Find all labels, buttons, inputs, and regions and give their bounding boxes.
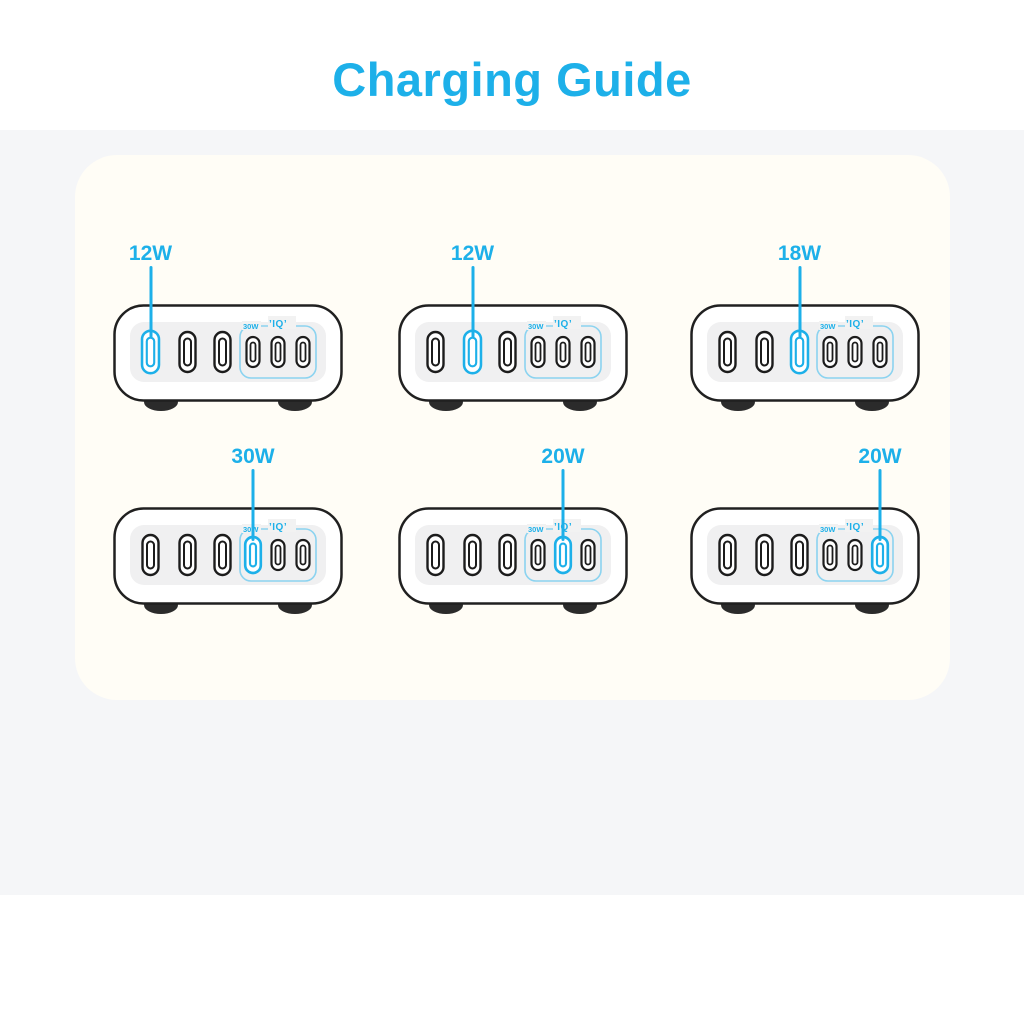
poweriq-port-5 (270, 335, 286, 369)
poweriq-port-4 (530, 538, 546, 572)
group-max-wattage-label: 30W (820, 322, 836, 331)
charger-device-3: 18W 30W ’IQ’ (690, 242, 920, 427)
group-label-backing (242, 321, 261, 330)
usb-c-port-1 (718, 330, 737, 374)
wattage-label: 12W (128, 242, 173, 265)
group-label-backing (527, 321, 546, 330)
charger-illustration: 30W ’IQ’ (398, 304, 628, 411)
charging-guide-card: 12W 30W ’IQ’ (75, 155, 950, 700)
poweriq-port-6 (580, 538, 596, 572)
usb-c-port-2 (178, 330, 197, 374)
usb-c-port-1 (426, 533, 445, 577)
charger-illustration: 30W ’IQ’ (113, 304, 343, 411)
wattage-label: 30W (231, 445, 275, 468)
poweriq-port-4 (822, 335, 838, 369)
power-iq-logo: ’IQ’ (846, 319, 864, 330)
usb-c-port-3 (498, 330, 517, 374)
usb-c-port-2 (178, 533, 197, 577)
power-iq-logo: ’IQ’ (846, 522, 864, 533)
usb-c-port-1 (141, 533, 160, 577)
wattage-label: 20W (541, 445, 585, 468)
power-iq-logo: ’IQ’ (554, 319, 572, 330)
charger-device-6: 20W 30W ’IQ’ (690, 445, 920, 630)
usb-c-port-1 (426, 330, 445, 374)
poweriq-port-5 (847, 335, 863, 369)
poweriq-port-6 (870, 535, 890, 575)
poweriq-port-6 (295, 335, 311, 369)
usb-c-port-3 (213, 330, 232, 374)
wattage-pointer-line (561, 469, 565, 541)
group-max-wattage-label: 30W (243, 525, 259, 534)
group-label-backing (819, 321, 838, 330)
usb-c-port-1 (718, 533, 737, 577)
wattage-label: 12W (450, 242, 495, 265)
charger-device-1: 12W 30W ’IQ’ (113, 242, 343, 427)
power-iq-logo: ’IQ’ (269, 319, 287, 330)
poweriq-port-4 (245, 335, 261, 369)
group-max-wattage-label: 30W (528, 322, 544, 331)
group-max-wattage-label: 30W (243, 322, 259, 331)
iq-label-backing (553, 316, 581, 329)
poweriq-port-6 (872, 335, 888, 369)
poweriq-port-6 (580, 335, 596, 369)
wattage-pointer-line (878, 469, 882, 541)
wattage-label: 20W (858, 445, 902, 468)
usb-c-port-2 (755, 533, 774, 577)
usb-c-port-2 (463, 533, 482, 577)
charger-illustration: 30W ’IQ’ (690, 507, 920, 614)
group-max-wattage-label: 30W (528, 525, 544, 534)
iq-label-backing (268, 316, 296, 329)
charger-illustration: 30W ’IQ’ (690, 304, 920, 411)
wattage-pointer-line (798, 266, 801, 338)
usb-c-port-3 (498, 533, 517, 577)
usb-c-port-2 (755, 330, 774, 374)
iq-label-backing (268, 519, 296, 532)
iq-label-backing (845, 316, 873, 329)
group-max-wattage-label: 30W (820, 525, 836, 534)
charger-device-2: 12W 30W ’IQ’ (398, 242, 628, 427)
charger-illustration: 30W ’IQ’ (398, 507, 628, 614)
power-iq-logo: ’IQ’ (269, 522, 287, 533)
page-title: Charging Guide (332, 53, 692, 106)
wattage-pointer-line (149, 266, 152, 338)
poweriq-port-4 (530, 335, 546, 369)
usb-c-port-1 (140, 329, 161, 375)
charger-device-4: 30W 30W ’IQ’ (113, 445, 343, 630)
poweriq-port-5 (555, 335, 571, 369)
wattage-pointer-line (251, 469, 255, 541)
poweriq-port-4 (243, 535, 263, 575)
poweriq-port-5 (847, 538, 863, 572)
charger-illustration: 30W ’IQ’ (113, 507, 343, 614)
iq-label-backing (845, 519, 873, 532)
usb-c-port-3 (213, 533, 232, 577)
charger-device-5: 20W 30W ’IQ’ (398, 445, 628, 630)
usb-c-port-3 (790, 533, 809, 577)
poweriq-port-5 (553, 535, 573, 575)
poweriq-port-6 (295, 538, 311, 572)
group-label-backing (819, 524, 838, 533)
iq-label-backing (553, 519, 581, 532)
wattage-label: 18W (777, 242, 822, 265)
poweriq-port-5 (270, 538, 286, 572)
poweriq-port-4 (822, 538, 838, 572)
wattage-pointer-line (471, 266, 474, 338)
group-label-backing (527, 524, 546, 533)
